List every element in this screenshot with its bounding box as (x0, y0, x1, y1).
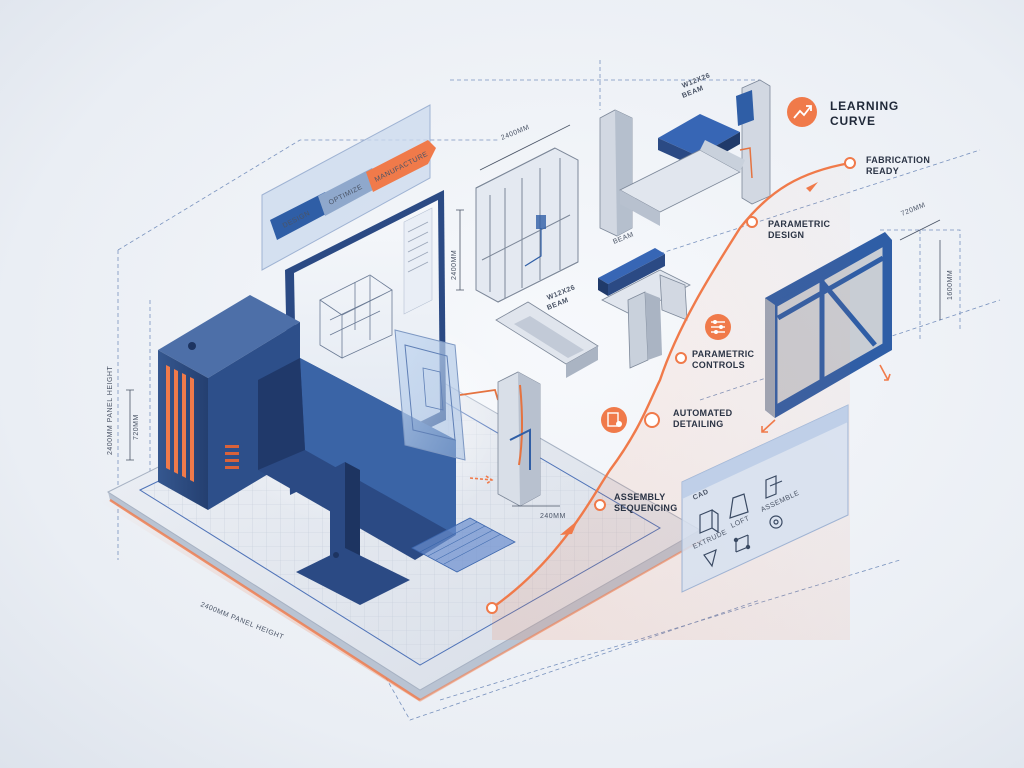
stage-assembly-line2: SEQUENCING (614, 503, 678, 513)
dim-width-2400: 2400MM (500, 124, 531, 142)
process-flow-panel (261, 104, 436, 271)
dim-left-720: 720MM (133, 414, 140, 440)
stage-fabrication-line2: READY (866, 166, 899, 176)
controls-sliders-icon (705, 314, 731, 340)
loft-icon (729, 493, 749, 519)
mid-steel-assembly (598, 248, 691, 369)
trend-up-icon (787, 97, 817, 127)
dim-right-1600: 1600MM (947, 270, 954, 300)
dim-depth-240: 240MM (540, 513, 566, 520)
keyboard (411, 517, 516, 573)
stage-controls-line2: CONTROLS (692, 360, 745, 370)
extrude-icon (699, 509, 719, 534)
stage-design-line2: DESIGN (768, 230, 804, 240)
stage-node-detailing (644, 412, 660, 428)
dim-panel-height-vertical: 2400MM PANEL HEIGHT (107, 366, 114, 455)
stage-detailing-line1: AUTOMATED (673, 408, 733, 418)
cad-toolbar-panel (681, 404, 849, 593)
wall-frame (475, 147, 579, 303)
stage-fabrication-line1: FABRICATION (866, 155, 930, 165)
learning-curve-title-line2: CURVE (830, 114, 876, 128)
dimension-lines (126, 124, 941, 507)
stage-node-fabrication (844, 157, 856, 169)
assemble-icon (765, 475, 783, 499)
dim-frame-height-2400: 2400MM (451, 250, 458, 280)
stage-node-design (746, 216, 758, 228)
stage-design-line1: PARAMETRIC (768, 219, 831, 229)
mid-w-beam (495, 301, 599, 378)
main-monitor (258, 358, 456, 605)
revolve-icon (769, 515, 783, 529)
orange-arrows (469, 364, 891, 485)
stage-detailing-line2: DETAILING (673, 419, 724, 429)
stage-node-assembly (594, 499, 606, 511)
stage-assembly-line1: ASSEMBLY (614, 492, 666, 502)
stage-controls-line1: PARAMETRIC (692, 349, 755, 359)
node-edit-icon (733, 534, 751, 553)
top-steel-assembly (599, 79, 771, 237)
conduit-column (497, 371, 541, 507)
learning-curve-title-line1: LEARNING (830, 99, 899, 113)
dim-right-720: 720MM (900, 202, 927, 218)
curve-start-node (486, 602, 498, 614)
glass-wall-panel (394, 329, 499, 461)
stage-node-controls (675, 352, 687, 364)
detailing-icon (601, 407, 627, 433)
sketch-icon (703, 548, 717, 568)
